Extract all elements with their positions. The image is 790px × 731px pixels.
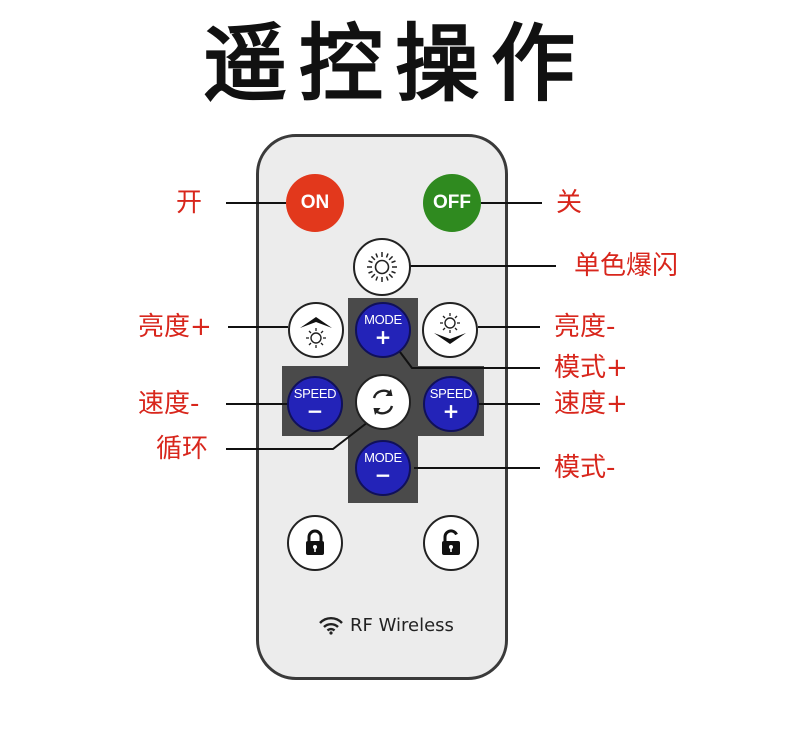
rf-branding: RF Wireless bbox=[318, 612, 468, 638]
label-speed-down: 速度- bbox=[138, 389, 200, 419]
speed-down-button[interactable]: SPEED − bbox=[287, 376, 343, 432]
label-mode-down: 模式- bbox=[554, 453, 616, 483]
sun-down-icon bbox=[434, 313, 466, 344]
brightness-up-button[interactable] bbox=[288, 302, 344, 358]
brightness-down-button[interactable] bbox=[422, 302, 478, 358]
label-cycle: 循环 bbox=[156, 434, 209, 464]
flash-button[interactable] bbox=[353, 238, 411, 296]
label-speed-up: 速度+ bbox=[554, 389, 628, 419]
speed-down-text: SPEED bbox=[293, 386, 337, 401]
mode-down-text: MODE bbox=[364, 450, 402, 465]
label-off: 关 bbox=[556, 188, 583, 218]
mode-down-sign: − bbox=[374, 463, 392, 487]
cycle-arrows-icon bbox=[372, 389, 394, 415]
rf-wireless-text: RF Wireless bbox=[350, 614, 454, 636]
speed-down-sign: − bbox=[306, 399, 324, 423]
label-on: 开 bbox=[176, 188, 203, 218]
speed-up-sign: + bbox=[442, 399, 460, 423]
sun-icon bbox=[367, 252, 397, 282]
off-button[interactable]: OFF bbox=[423, 174, 481, 232]
unlock-icon bbox=[442, 529, 460, 555]
label-mode-up: 模式+ bbox=[554, 353, 628, 383]
speed-up-button[interactable]: SPEED + bbox=[423, 376, 479, 432]
on-button[interactable]: ON bbox=[286, 174, 344, 232]
label-flash: 单色爆闪 bbox=[574, 251, 679, 281]
on-button-label: ON bbox=[300, 192, 330, 213]
lock-icon bbox=[306, 529, 324, 555]
mode-up-text: MODE bbox=[364, 312, 402, 327]
sun-up-icon bbox=[300, 317, 332, 348]
page-title: 遥控操作 bbox=[202, 15, 587, 113]
unlock-button[interactable] bbox=[423, 515, 479, 571]
mode-down-button[interactable]: MODE − bbox=[355, 440, 411, 496]
off-button-label: OFF bbox=[433, 192, 471, 213]
label-brightness-down: 亮度- bbox=[554, 312, 616, 342]
lock-button[interactable] bbox=[287, 515, 343, 571]
mode-up-button[interactable]: MODE + bbox=[355, 302, 411, 358]
wifi-icon bbox=[319, 617, 343, 635]
label-brightness-up: 亮度+ bbox=[138, 312, 212, 342]
cycle-button[interactable] bbox=[355, 374, 411, 430]
mode-up-sign: + bbox=[374, 325, 392, 349]
speed-up-text: SPEED bbox=[429, 386, 473, 401]
